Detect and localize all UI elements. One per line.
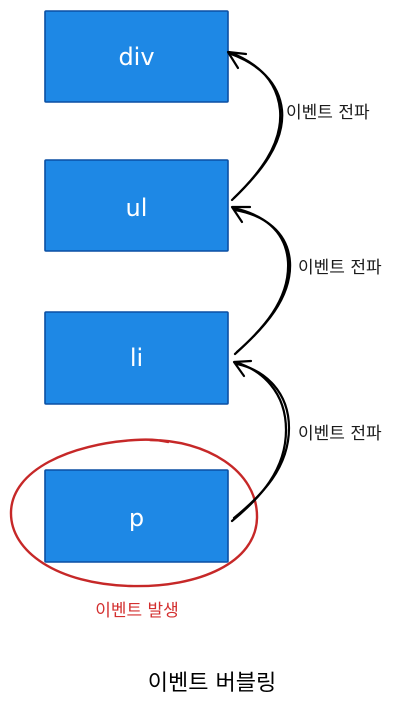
propagation-arrow-p-to-li: 이벤트 전파 <box>230 359 382 523</box>
element-box-li-label: li <box>130 344 143 372</box>
propagation-label: 이벤트 전파 <box>286 103 370 123</box>
element-box-div: div <box>44 10 229 103</box>
element-box-p-label: p <box>129 504 144 532</box>
arrowhead-icon <box>230 205 252 224</box>
propagation-arrow-ul-to-div: 이벤트 전파 <box>226 50 370 202</box>
element-box-ul-label: ul <box>126 194 148 222</box>
arrow-line-sketch <box>232 362 291 520</box>
propagation-label: 이벤트 전파 <box>298 258 382 278</box>
element-box-li: li <box>44 311 229 405</box>
element-box-div-rect <box>44 10 229 103</box>
element-box-p-rect <box>44 469 229 563</box>
element-box-ul-rect <box>44 159 229 252</box>
arrow-line-sketch <box>229 52 284 200</box>
arrow-line <box>231 206 290 356</box>
arrowhead-icon <box>226 50 248 70</box>
arrowhead-icon <box>232 359 253 378</box>
propagation-arrow-li-to-ul: 이벤트 전파 <box>230 205 382 356</box>
propagation-label: 이벤트 전파 <box>298 424 382 444</box>
event-origin-label: 이벤트 발생 <box>95 601 179 621</box>
diagram-caption: 이벤트 버블링 <box>148 671 276 696</box>
element-box-li-rect <box>44 311 229 405</box>
element-box-ul: ul <box>44 159 229 252</box>
element-box-p: p <box>44 469 229 563</box>
element-box-div-label: div <box>118 43 154 71</box>
arrow-line-sketch <box>233 208 292 354</box>
arrow-line <box>230 360 288 523</box>
